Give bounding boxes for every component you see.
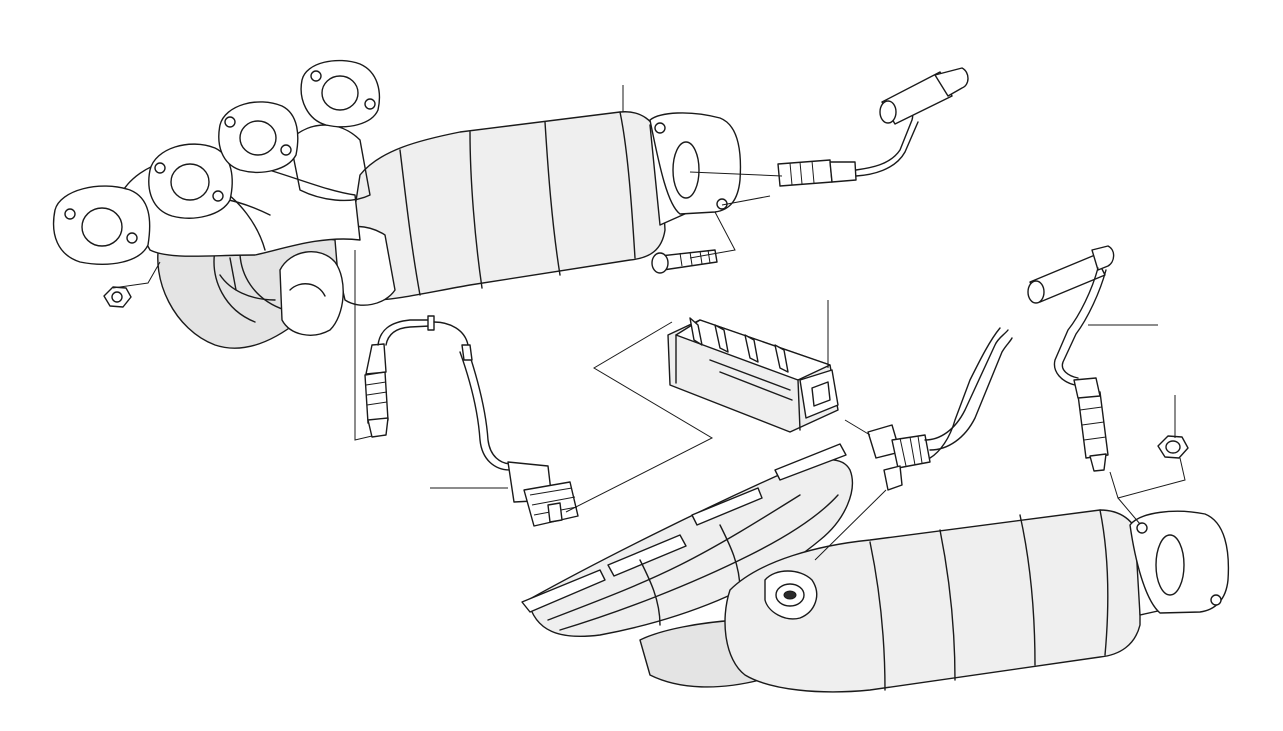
oxygen-sensor-upper-pre-cat: [364, 315, 579, 527]
oxygen-sensor-lower-pre-cat: [867, 327, 1013, 491]
sensor-connector-bracket: [667, 317, 839, 433]
mounting-bolt: [651, 249, 718, 274]
hex-nut-left: [103, 286, 132, 308]
upper-manifold-catalytic-converter: [52, 59, 742, 349]
leader-lines: [112, 85, 1186, 561]
lower-manifold-catalytic-converter: [521, 443, 1230, 693]
hex-nut-right: [1157, 435, 1189, 459]
oxygen-sensor-lower-post-cat: [1027, 245, 1115, 472]
oxygen-sensor-upper-post-cat: [777, 67, 969, 187]
